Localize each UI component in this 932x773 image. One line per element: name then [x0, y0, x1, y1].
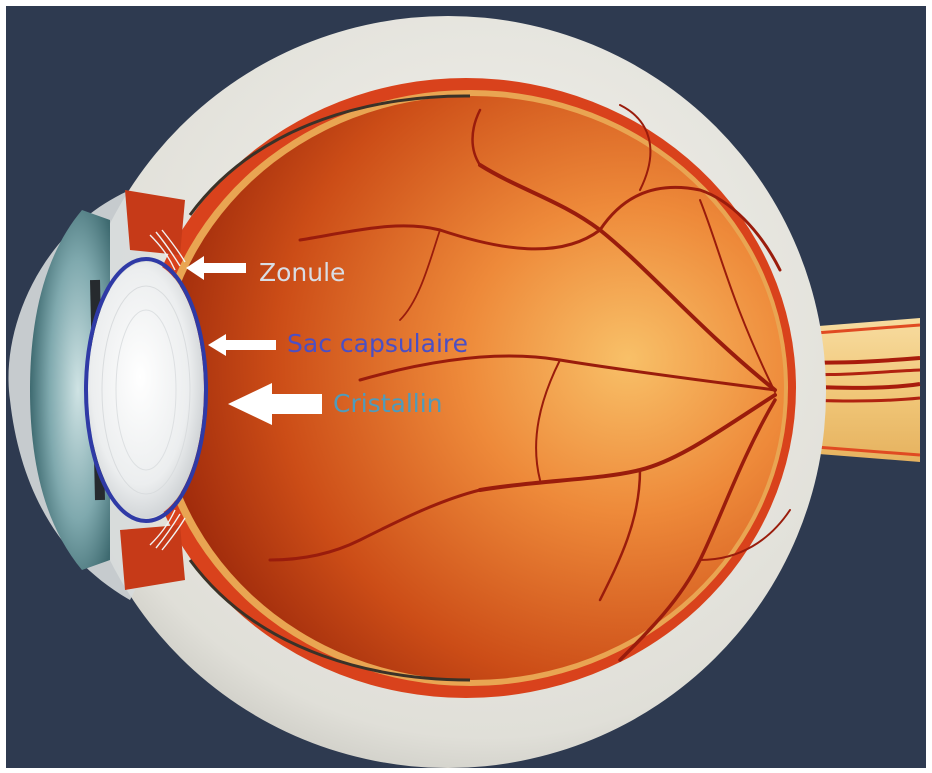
ciliary-body	[125, 190, 185, 255]
label-zonule: Zonule	[259, 258, 345, 287]
label-cristallin: Cristallin	[333, 389, 443, 418]
lens	[88, 262, 204, 518]
retina	[160, 96, 784, 680]
label-sac-capsulaire: Sac capsulaire	[287, 329, 468, 358]
